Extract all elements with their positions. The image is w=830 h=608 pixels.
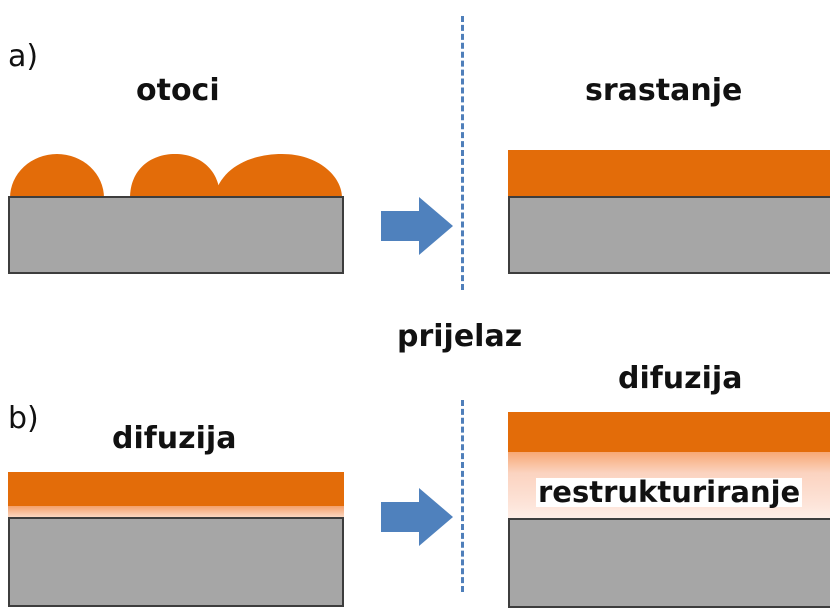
substrate-a-right [508, 196, 830, 274]
film-b-right [508, 412, 830, 454]
substrate-b-left [8, 517, 344, 607]
panel-a-letter: a) [8, 39, 39, 74]
film-b-left-glow [8, 506, 344, 520]
panel-a-left-title: otoci [136, 73, 220, 108]
panel-b-letter: b) [8, 401, 39, 436]
divider-top [461, 16, 464, 290]
transition-label: prijelaz [397, 319, 523, 354]
substrate-a-left [8, 196, 344, 274]
substrate-b-right [508, 518, 830, 608]
island-2 [130, 154, 220, 198]
panel-b-right-title: difuzija [618, 361, 743, 396]
island-3 [214, 154, 342, 198]
island-1 [10, 154, 104, 198]
film-b-left [8, 472, 344, 512]
arrow-right-icon [381, 197, 453, 255]
divider-bottom [461, 400, 464, 592]
panel-b-left-title: difuzija [112, 421, 237, 456]
islands-film [10, 154, 342, 198]
restructuring-label: restrukturiranje [536, 475, 803, 509]
arrow-right-icon-b [381, 488, 453, 546]
film-a-right [508, 150, 830, 198]
panel-a-right-title: srastanje [585, 73, 743, 108]
